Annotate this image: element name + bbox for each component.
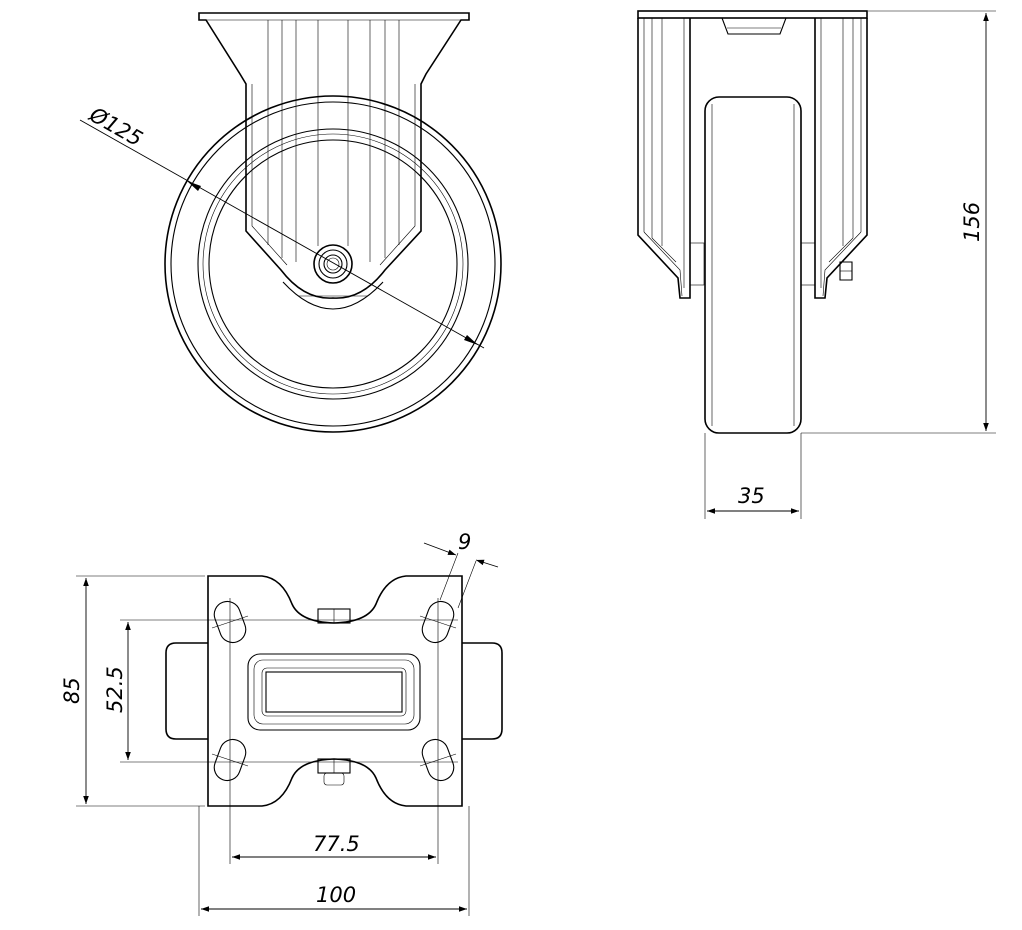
wheel-protrusion-right xyxy=(462,642,503,740)
axle-nut xyxy=(313,244,353,284)
hub-boss xyxy=(282,281,384,310)
top-plate xyxy=(637,10,868,19)
diameter-label: Ø125 xyxy=(85,102,147,151)
plate-width-label: 100 xyxy=(316,883,356,907)
fork-leg-right xyxy=(814,18,868,299)
hole-size-arrow-right xyxy=(475,559,499,568)
wheel-hub-ring-outer xyxy=(197,128,469,400)
hole-size-arrow-left xyxy=(423,542,457,556)
mounting-plate xyxy=(207,575,463,807)
axle-nut-side xyxy=(839,261,853,281)
front-view: Ø125 xyxy=(79,12,502,433)
slot-holes xyxy=(211,600,457,782)
wheel-tread-line xyxy=(170,101,496,427)
wheel-outer-rim xyxy=(164,95,502,433)
wheel-tread-side xyxy=(704,96,802,434)
hole-spacing-width-label: 77.5 xyxy=(313,832,360,856)
hole-size-label: 9 xyxy=(458,530,471,554)
side-view: 156 35 xyxy=(637,10,996,519)
fork-bracket xyxy=(198,12,470,299)
top-view: 85 52.5 77.5 100 9 xyxy=(60,530,503,916)
plate-center-boss xyxy=(721,17,787,35)
fork-leg-left xyxy=(637,18,691,299)
wheel-center-disc xyxy=(208,139,458,389)
hole-spacing-length-label: 52.5 xyxy=(103,666,127,713)
plate-recess xyxy=(247,653,421,731)
width-label: 35 xyxy=(738,484,765,508)
wheel-hub-ring-inner xyxy=(202,133,464,395)
diameter-leader xyxy=(79,119,485,349)
wheel-protrusion-left xyxy=(165,642,208,740)
height-label: 156 xyxy=(960,202,984,242)
plate-length-label: 85 xyxy=(60,677,84,704)
